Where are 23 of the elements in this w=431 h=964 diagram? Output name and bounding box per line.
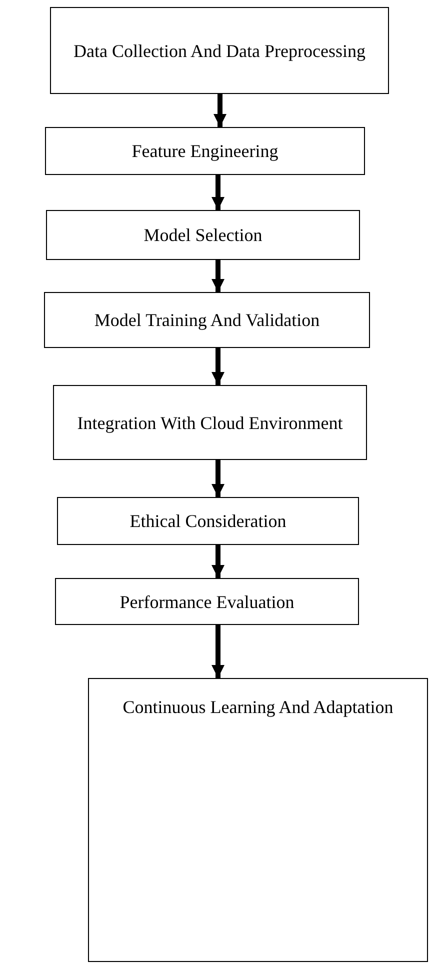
process-box (45, 127, 365, 175)
process-box (88, 678, 428, 962)
process-box (46, 210, 360, 260)
step-label: Continuous Learning And Adaptation (122, 696, 394, 719)
step-label: Ethical Consideration (130, 510, 286, 533)
arrow (212, 460, 224, 497)
step-label: Feature Engineering (132, 140, 278, 163)
process-box (57, 497, 359, 545)
arrow (212, 348, 224, 385)
arrow (212, 260, 224, 292)
process-box (44, 292, 370, 348)
step-label: Integration With Cloud Environment (77, 412, 343, 434)
arrow (212, 545, 224, 578)
process-box (50, 7, 389, 94)
step-label: Model Training And Validation (94, 309, 320, 332)
step-label: Performance Evaluation (120, 590, 294, 614)
process-box (53, 385, 367, 460)
process-box (55, 578, 359, 625)
arrow (212, 625, 224, 678)
step-label: Model Selection (144, 224, 262, 247)
arrow (214, 94, 226, 127)
step-label: Data Collection And Data Preprocessing (74, 40, 366, 62)
arrow (212, 175, 224, 210)
